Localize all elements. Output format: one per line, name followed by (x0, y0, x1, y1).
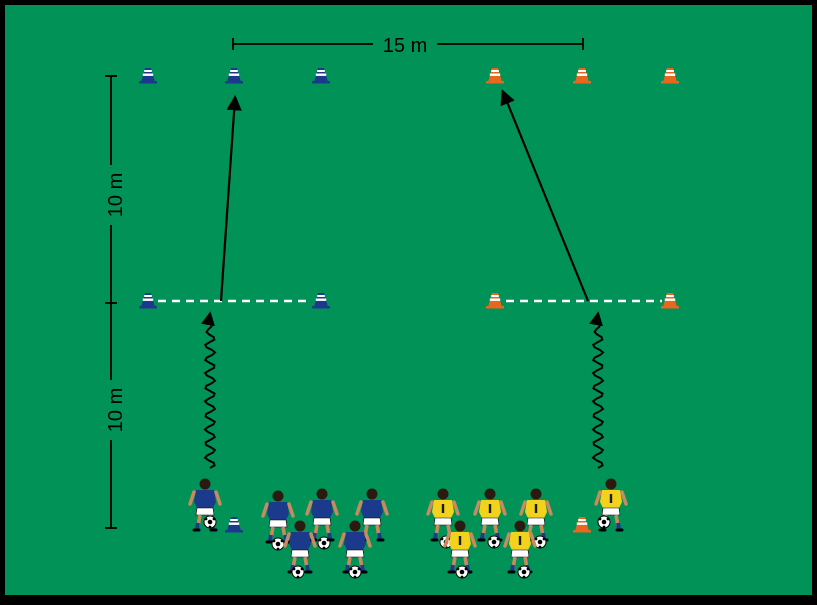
ball-icon (597, 515, 611, 529)
dribble-arrow-orange (589, 311, 605, 469)
ball-icon (487, 535, 501, 549)
ball-icon (291, 565, 305, 579)
bottom-length-label: 10 m (105, 388, 127, 432)
top-length-label: 10 m (105, 173, 127, 217)
dribble-arrow-blue (201, 311, 217, 469)
ball-icon (203, 515, 217, 529)
width-dimension: 15 m (232, 35, 584, 57)
run-arrow-blue (219, 94, 242, 302)
ball-icon (271, 537, 285, 551)
ball-icon (317, 536, 331, 550)
run-arrow-orange (500, 89, 590, 302)
length-dimension: 10 m 10 m (105, 75, 127, 529)
ball-icon (348, 565, 362, 579)
ball-icon (517, 565, 531, 579)
width-label: 15 m (383, 35, 427, 57)
ball-icon (455, 565, 469, 579)
pitch (5, 5, 812, 595)
